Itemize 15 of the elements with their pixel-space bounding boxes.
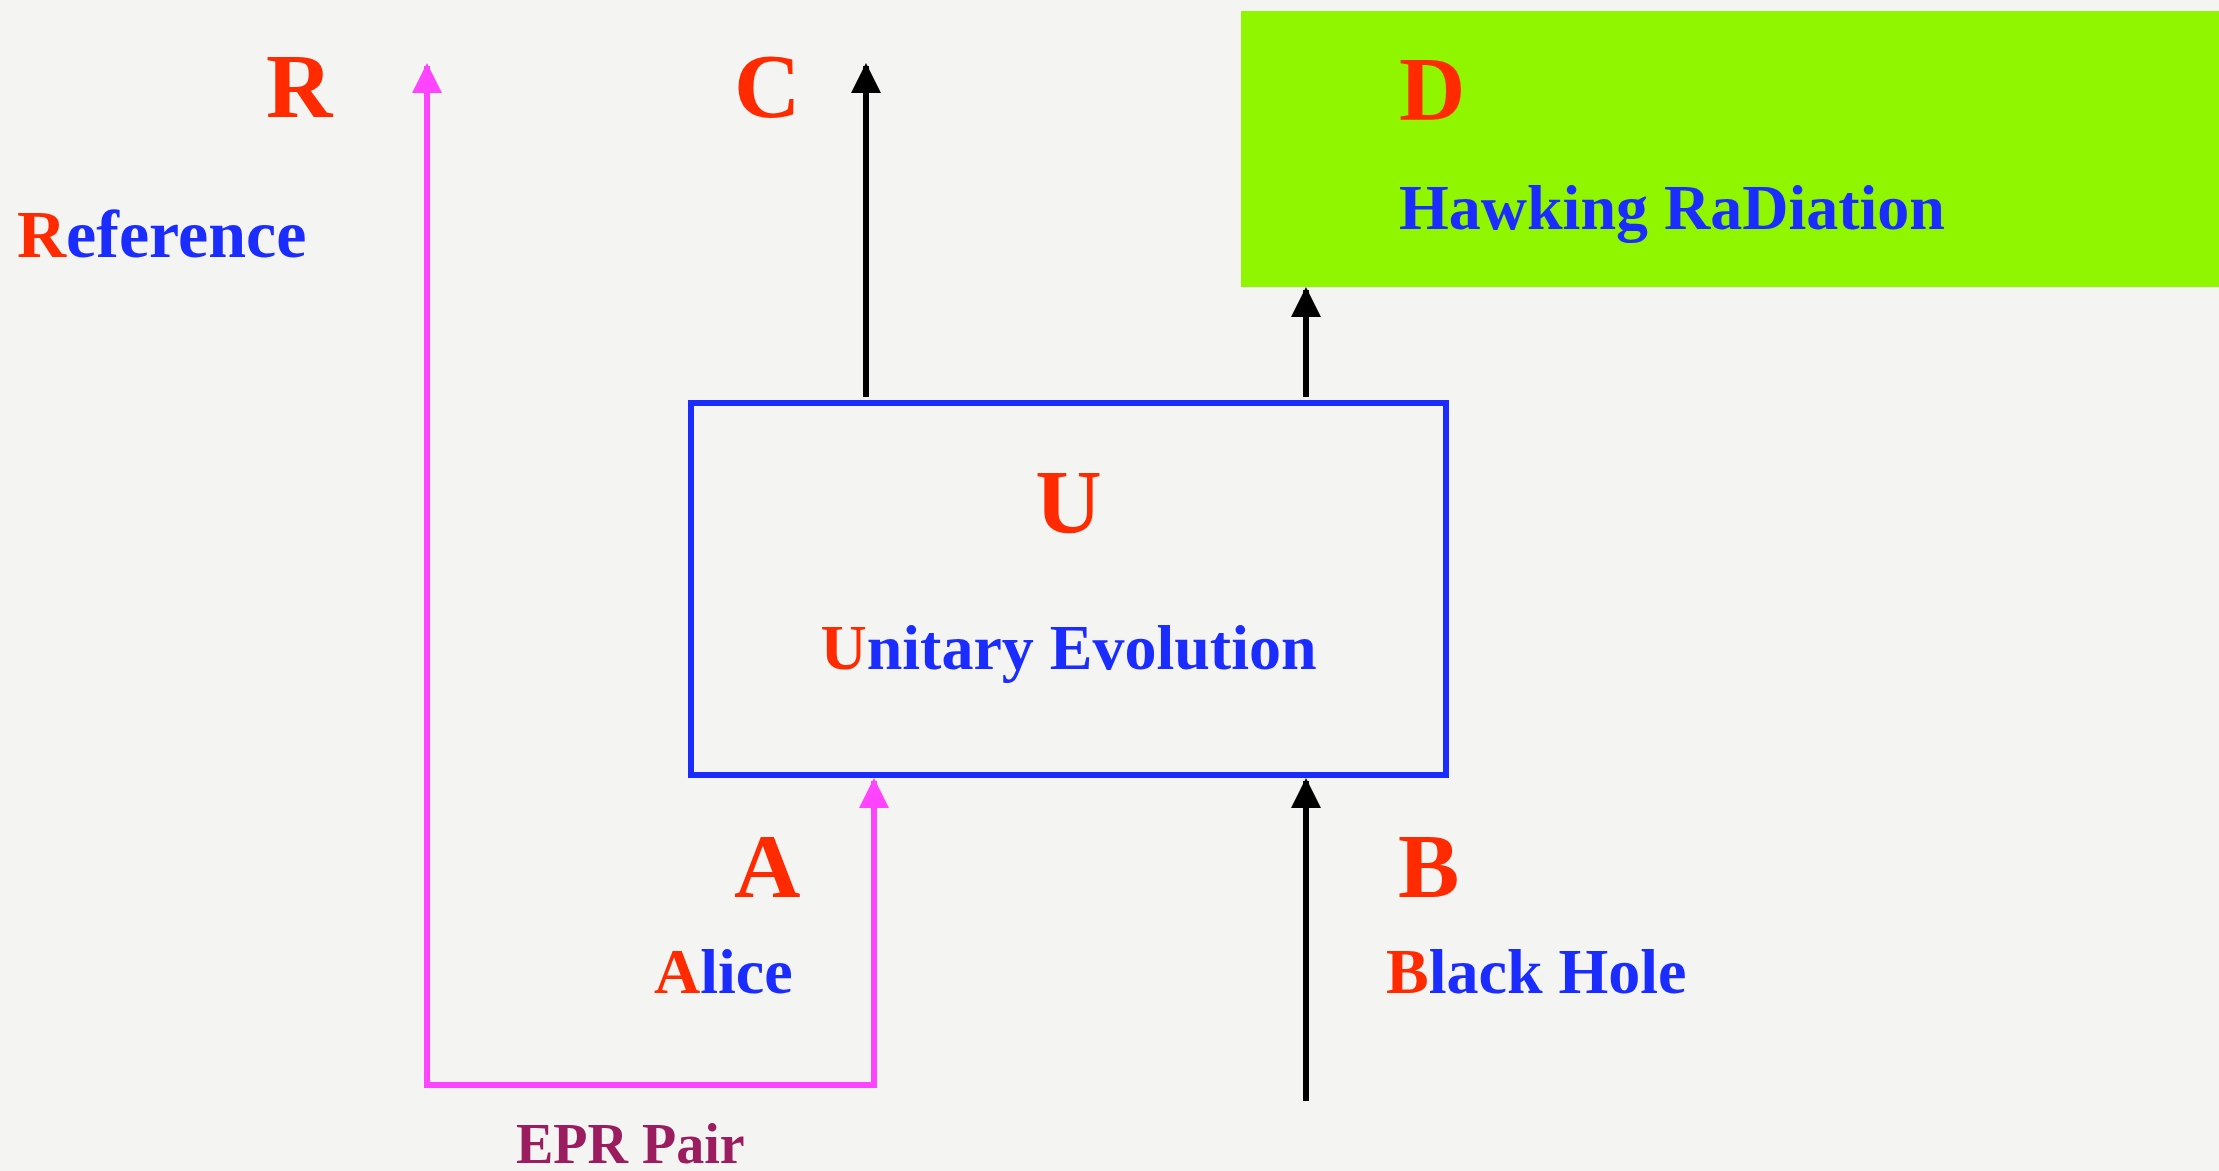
highlight-band [1241, 11, 2219, 287]
process-box [688, 400, 1449, 778]
arrow [1291, 778, 1321, 1101]
wire-label: R [266, 40, 333, 132]
wire-label: C [734, 40, 801, 132]
arrow [1291, 287, 1321, 397]
wire-name: Alice [654, 940, 793, 1004]
wire-name: Reference [17, 200, 307, 268]
wire-name: Black Hole [1386, 940, 1687, 1004]
arrow [412, 63, 889, 1088]
arrow [851, 63, 881, 397]
wire-label: A [734, 820, 801, 912]
wire-label: B [1398, 820, 1460, 912]
heading-text: U [1035, 456, 1102, 548]
heading-text: D [1399, 43, 1466, 135]
